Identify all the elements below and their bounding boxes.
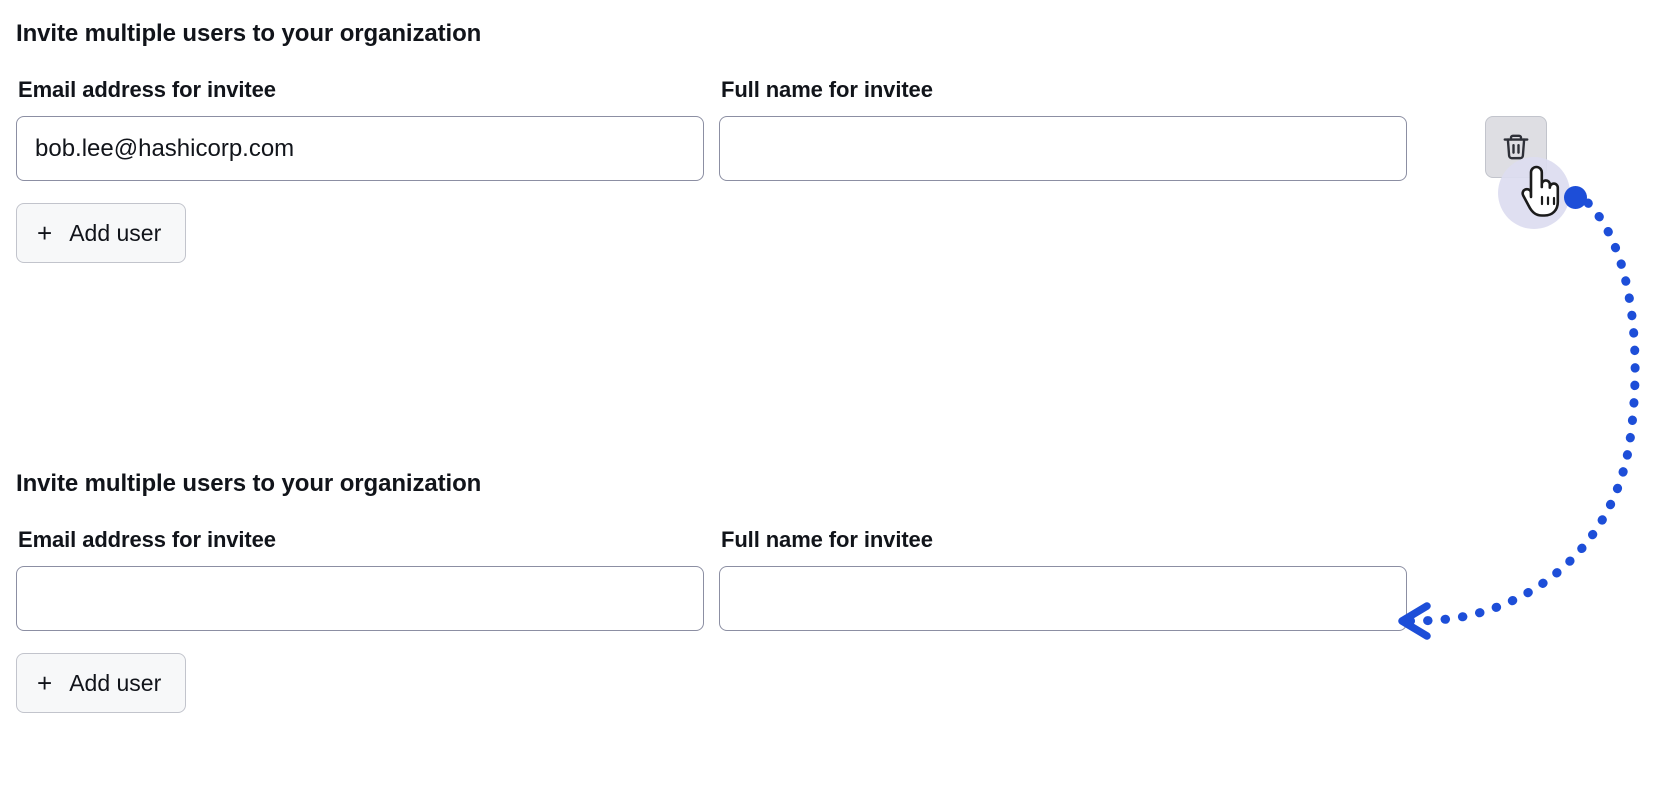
fullname-field-label-secondary: Full name for invitee	[721, 527, 933, 552]
email-field-group-secondary: Email address for invitee	[16, 526, 704, 631]
email-input[interactable]	[16, 116, 704, 181]
add-user-button-secondary[interactable]: + Add user	[16, 653, 187, 713]
page-title: Invite multiple users to your organizati…	[16, 20, 482, 47]
invitee-field-row: Email address for invitee Full name for …	[16, 76, 1656, 181]
email-input-secondary[interactable]	[16, 566, 704, 631]
trash-icon	[1501, 132, 1531, 162]
fullname-input-secondary[interactable]	[719, 566, 1407, 631]
plus-icon-secondary: +	[37, 668, 53, 698]
page-title-secondary: Invite multiple users to your organizati…	[16, 470, 482, 497]
delete-invitee-button[interactable]	[1485, 116, 1547, 178]
plus-icon: +	[37, 218, 53, 248]
email-field-group: Email address for invitee	[16, 76, 704, 181]
fullname-field-group: Full name for invitee	[719, 76, 1407, 181]
fullname-input[interactable]	[719, 116, 1407, 181]
fullname-field-group-secondary: Full name for invitee	[719, 526, 1407, 631]
invite-section-bottom: Invite multiple users to your organizati…	[16, 468, 1656, 713]
add-user-button-label-secondary: Add user	[69, 669, 162, 696]
invitee-field-row-secondary: Email address for invitee Full name for …	[16, 526, 1656, 631]
fullname-field-label: Full name for invitee	[721, 77, 933, 102]
add-user-button-label: Add user	[69, 219, 162, 246]
email-field-label-secondary: Email address for invitee	[18, 527, 276, 552]
email-field-label: Email address for invitee	[18, 77, 276, 102]
add-user-button[interactable]: + Add user	[16, 203, 187, 263]
invite-section-top: Invite multiple users to your organizati…	[16, 18, 1656, 263]
